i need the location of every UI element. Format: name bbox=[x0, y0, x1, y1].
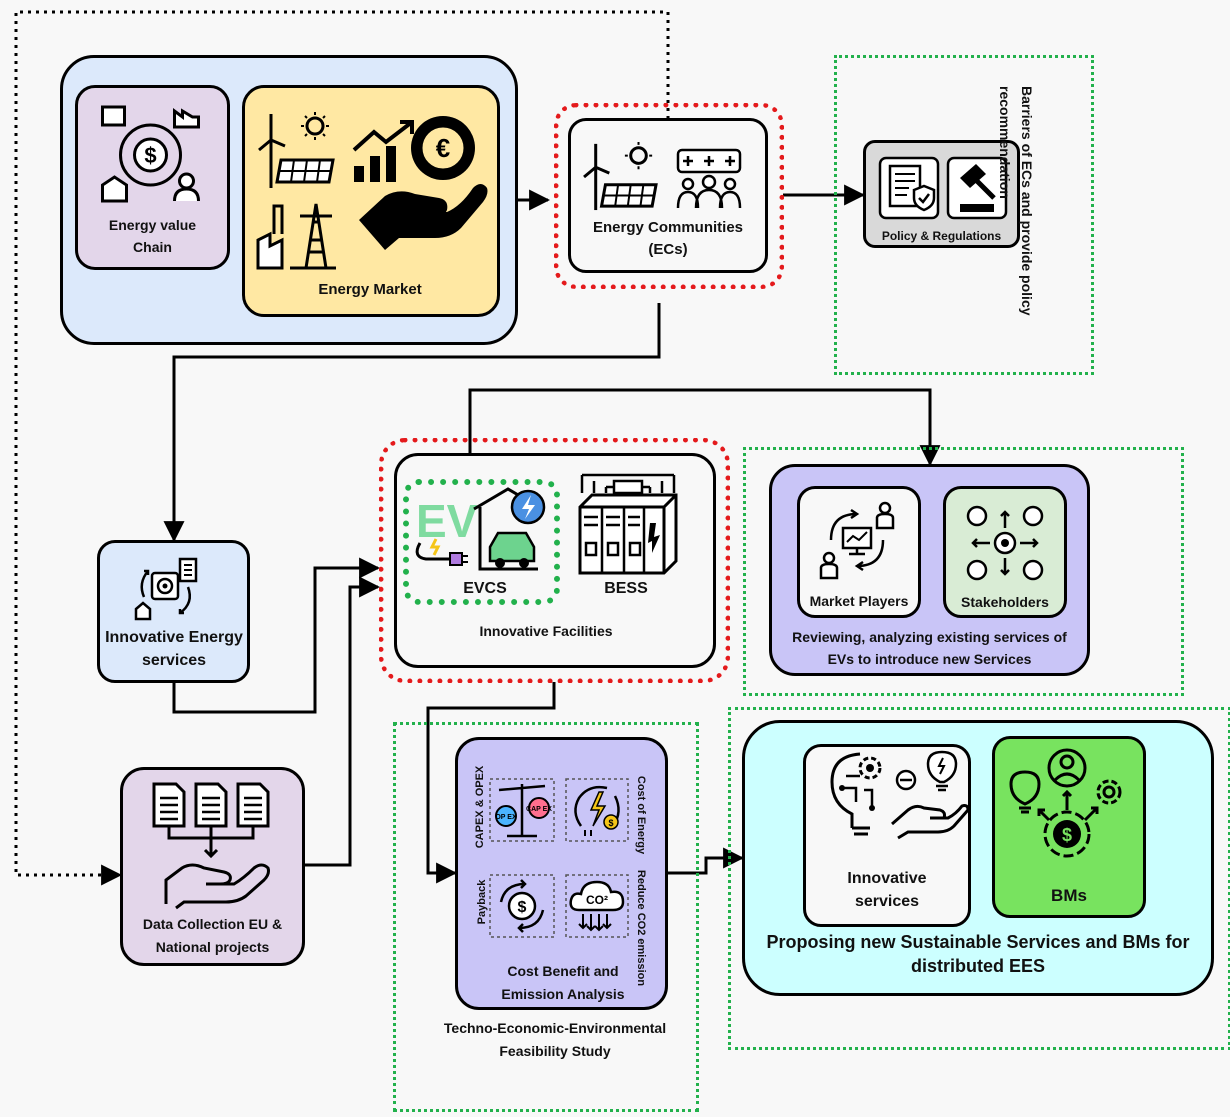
policy-regulations-label: Policy & Regulations bbox=[881, 229, 1002, 243]
co2-text: CO² bbox=[586, 893, 608, 907]
facilities-red-dotted-frame bbox=[379, 438, 730, 683]
ecs-red-dotted-frame bbox=[554, 103, 784, 289]
business-models-icon: $ bbox=[1003, 748, 1131, 860]
connector-data-to-facilities bbox=[305, 576, 381, 867]
hand-coin-icon: € bbox=[355, 110, 490, 252]
energy-value-chain-label: Energy value Chain bbox=[108, 217, 197, 255]
barriers-note: Barriers of ECs and provide policy recom… bbox=[997, 86, 1035, 316]
energy-value-chain-box bbox=[75, 85, 230, 270]
energy-communities-box bbox=[568, 118, 768, 273]
evcs-green-dotted-frame bbox=[403, 479, 560, 605]
innovative-energy-services-label: Innovative Energy services bbox=[105, 629, 243, 669]
solar-wind-icon bbox=[256, 110, 338, 190]
stakeholders-icon bbox=[965, 504, 1045, 582]
connector-services-to-facilities bbox=[172, 557, 381, 714]
svg-text:$: $ bbox=[518, 899, 527, 916]
innovative-energy-services-box bbox=[97, 540, 250, 683]
data-collection-label: Data Collection EU & National projects bbox=[142, 916, 283, 955]
policy-document-icon bbox=[878, 156, 940, 220]
co2-reduction-icon: CO² bbox=[565, 874, 629, 938]
payback-icon: $ bbox=[489, 874, 555, 938]
evcs-label: EVCS bbox=[463, 580, 507, 597]
svg-text:$: $ bbox=[608, 818, 613, 828]
svg-text:€: € bbox=[436, 133, 450, 163]
innovative-services-label: Innovative services bbox=[847, 870, 927, 910]
market-players-icon bbox=[817, 500, 897, 580]
market-players-box bbox=[797, 486, 921, 618]
innovative-facilities-label: Innovative Facilities bbox=[479, 623, 613, 639]
gavel-icon bbox=[946, 156, 1008, 220]
cost-of-energy-label: Cost of Energy bbox=[635, 775, 647, 855]
cap-ex-text: CAP EX bbox=[526, 806, 552, 813]
svg-text:$: $ bbox=[144, 143, 156, 168]
payback-label: Payback bbox=[476, 879, 488, 925]
energy-services-icon bbox=[134, 557, 198, 621]
feedback-dotted-connector bbox=[14, 10, 670, 886]
op-ex-text: OP EX bbox=[495, 814, 517, 821]
battery-storage-icon bbox=[578, 473, 678, 577]
ev-text: EV bbox=[416, 495, 478, 547]
growth-chart-icon bbox=[350, 118, 420, 184]
community-people-icon bbox=[676, 148, 742, 210]
data-collection-icon bbox=[150, 780, 275, 908]
connector-evcs-to-reviewing bbox=[468, 388, 941, 480]
market-players-label: Market Players bbox=[809, 593, 909, 609]
energy-market-label: Energy Market bbox=[318, 281, 422, 298]
bess-label: BESS bbox=[604, 580, 648, 597]
feasibility-green-dotted-frame bbox=[393, 722, 699, 1112]
svg-text:$: $ bbox=[1062, 825, 1072, 845]
cost-benefit-label: Cost Benefit and Emission Analysis bbox=[501, 963, 625, 1002]
value-chain-icon: $ bbox=[98, 105, 203, 205]
cost-of-energy-icon: $ bbox=[565, 778, 629, 842]
ecs-solar-wind-icon bbox=[582, 140, 660, 212]
capex-opex-label: CAPEX & OPEX bbox=[474, 765, 486, 849]
innovative-services-icon bbox=[812, 748, 970, 840]
policy-green-dotted-frame bbox=[834, 55, 1094, 375]
feasibility-study-label: Techno-Economic-Environmental Feasibilit… bbox=[443, 1020, 667, 1059]
reviewing-note: Reviewing, analyzing existing services o… bbox=[792, 629, 1067, 667]
stakeholders-label: Stakeholders bbox=[961, 594, 1049, 610]
energy-communities-label: Energy Communities (ECs) bbox=[592, 219, 744, 258]
connector-analysis-to-proposing bbox=[668, 847, 745, 875]
connector-ecs-to-services bbox=[163, 303, 661, 543]
proposing-green-dotted-frame bbox=[728, 707, 1230, 1050]
bms-label: BMs bbox=[1051, 886, 1087, 905]
ev-charging-icon: EV bbox=[412, 485, 552, 573]
connector-facilities-to-analysis bbox=[426, 682, 556, 884]
capex-opex-icon: OP EX CAP EX bbox=[489, 778, 555, 842]
power-plant-icon bbox=[256, 200, 336, 270]
proposing-note: Proposing new Sustainable Services and B… bbox=[766, 932, 1190, 976]
reviewing-green-dotted-frame bbox=[743, 447, 1184, 696]
